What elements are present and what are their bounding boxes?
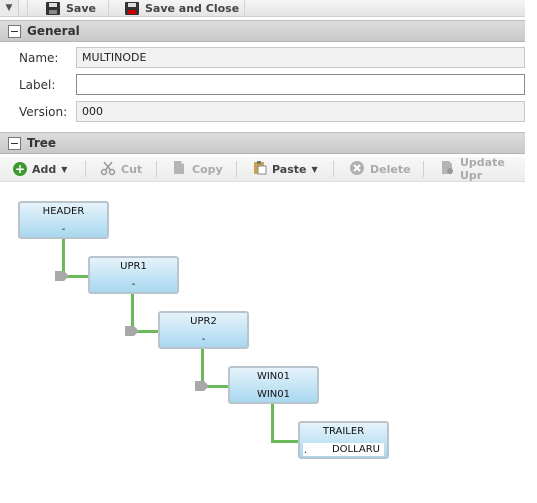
node-value: DOLLARU bbox=[303, 443, 384, 456]
tree-connector bbox=[271, 440, 299, 443]
general-section-title: General bbox=[27, 24, 80, 38]
save-and-close-button[interactable]: Save and Close bbox=[125, 0, 239, 16]
collapse-minus-icon[interactable] bbox=[8, 136, 21, 150]
add-plus-icon: + bbox=[13, 162, 27, 176]
tree-connector bbox=[131, 294, 134, 332]
toolbar-separator bbox=[333, 161, 334, 177]
tree-canvas: HEADER - UPR1 - UPR2 - WIN01 WIN01 TRAIL… bbox=[0, 182, 525, 503]
toolbar-separator bbox=[423, 161, 424, 177]
node-prefix: . bbox=[304, 445, 308, 456]
toolbar-separator bbox=[236, 161, 237, 177]
save-close-icon bbox=[125, 1, 139, 15]
tree-section-header[interactable]: Tree bbox=[0, 132, 525, 154]
tree-node-trailer[interactable]: TRAILER DOLLARU . bbox=[298, 421, 389, 459]
save-label: Save bbox=[66, 1, 96, 15]
save-and-close-label: Save and Close bbox=[145, 1, 240, 15]
floppy-disk-icon bbox=[46, 1, 60, 15]
connector-port-icon[interactable] bbox=[54, 270, 70, 282]
toolbar-collapse-button[interactable]: ▼ bbox=[0, 0, 19, 16]
double-chevron-down-icon: ▼ bbox=[5, 3, 13, 13]
label-label: Label: bbox=[19, 78, 56, 92]
copy-button[interactable]: Copy bbox=[172, 157, 223, 181]
paste-button[interactable]: Paste ▼ bbox=[253, 157, 318, 181]
name-row: Name: MULTINODE bbox=[0, 47, 525, 69]
tree-node-upr2[interactable]: UPR2 - bbox=[158, 311, 249, 349]
node-value: - bbox=[201, 334, 206, 345]
tree-connector bbox=[201, 385, 229, 388]
tree-connector bbox=[271, 404, 274, 442]
save-button[interactable]: Save bbox=[46, 0, 96, 16]
copy-icon bbox=[172, 160, 187, 178]
toolbar-separator bbox=[244, 0, 245, 16]
paste-clipboard-icon bbox=[253, 160, 267, 178]
toolbar-separator bbox=[156, 161, 157, 177]
delete-label: Delete bbox=[370, 162, 411, 176]
tree-connector bbox=[62, 275, 90, 278]
node-value: - bbox=[131, 279, 136, 290]
name-field: MULTINODE bbox=[76, 47, 525, 68]
main-toolbar: ▼ Save Save and Close bbox=[0, 0, 525, 17]
node-name: UPR2 bbox=[190, 316, 217, 327]
scissors-icon bbox=[100, 160, 116, 179]
node-name: WIN01 bbox=[256, 371, 291, 382]
connector-port-icon[interactable] bbox=[124, 325, 140, 337]
tree-node-header[interactable]: HEADER - bbox=[18, 201, 109, 239]
toolbar-separator bbox=[108, 0, 109, 16]
delete-x-icon bbox=[349, 160, 365, 179]
tree-node-win01[interactable]: WIN01 WIN01 bbox=[228, 366, 319, 404]
node-name: HEADER bbox=[42, 206, 85, 217]
node-value: - bbox=[61, 224, 66, 235]
label-input[interactable] bbox=[76, 74, 525, 95]
version-label: Version: bbox=[19, 105, 68, 119]
connector-port-icon[interactable] bbox=[194, 380, 210, 392]
toolbar-separator bbox=[85, 161, 86, 177]
general-section-header[interactable]: General bbox=[0, 20, 525, 42]
copy-label: Copy bbox=[192, 162, 223, 176]
dropdown-caret-icon: ▼ bbox=[61, 164, 68, 174]
tree-connector bbox=[131, 330, 159, 333]
cut-button[interactable]: Cut bbox=[100, 157, 142, 181]
tree-toolbar: + Add ▼ Cut Copy Paste ▼ Delete U bbox=[0, 156, 525, 182]
tree-node-upr1[interactable]: UPR1 - bbox=[88, 256, 179, 294]
delete-button[interactable]: Delete bbox=[349, 157, 411, 181]
node-name: TRAILER bbox=[322, 426, 365, 437]
toolbar-separator bbox=[27, 0, 28, 16]
version-field: 000 bbox=[76, 101, 525, 122]
update-icon bbox=[440, 160, 455, 178]
tree-connector bbox=[201, 349, 204, 387]
label-row: Label: bbox=[0, 74, 525, 96]
node-name: UPR1 bbox=[120, 261, 147, 272]
cut-label: Cut bbox=[121, 162, 143, 176]
node-value: WIN01 bbox=[256, 389, 291, 400]
tree-connector bbox=[62, 239, 65, 277]
name-label: Name: bbox=[19, 51, 59, 65]
update-upr-button[interactable]: Update Upr bbox=[440, 156, 525, 182]
dropdown-caret-icon: ▼ bbox=[311, 164, 318, 174]
update-upr-label: Update Upr bbox=[460, 156, 505, 182]
collapse-minus-icon[interactable] bbox=[8, 24, 21, 38]
paste-label: Paste bbox=[272, 162, 307, 176]
add-button[interactable]: + Add ▼ bbox=[13, 157, 67, 181]
version-row: Version: 000 bbox=[0, 101, 525, 123]
add-label: Add bbox=[32, 162, 57, 176]
tree-section-title: Tree bbox=[27, 136, 57, 150]
